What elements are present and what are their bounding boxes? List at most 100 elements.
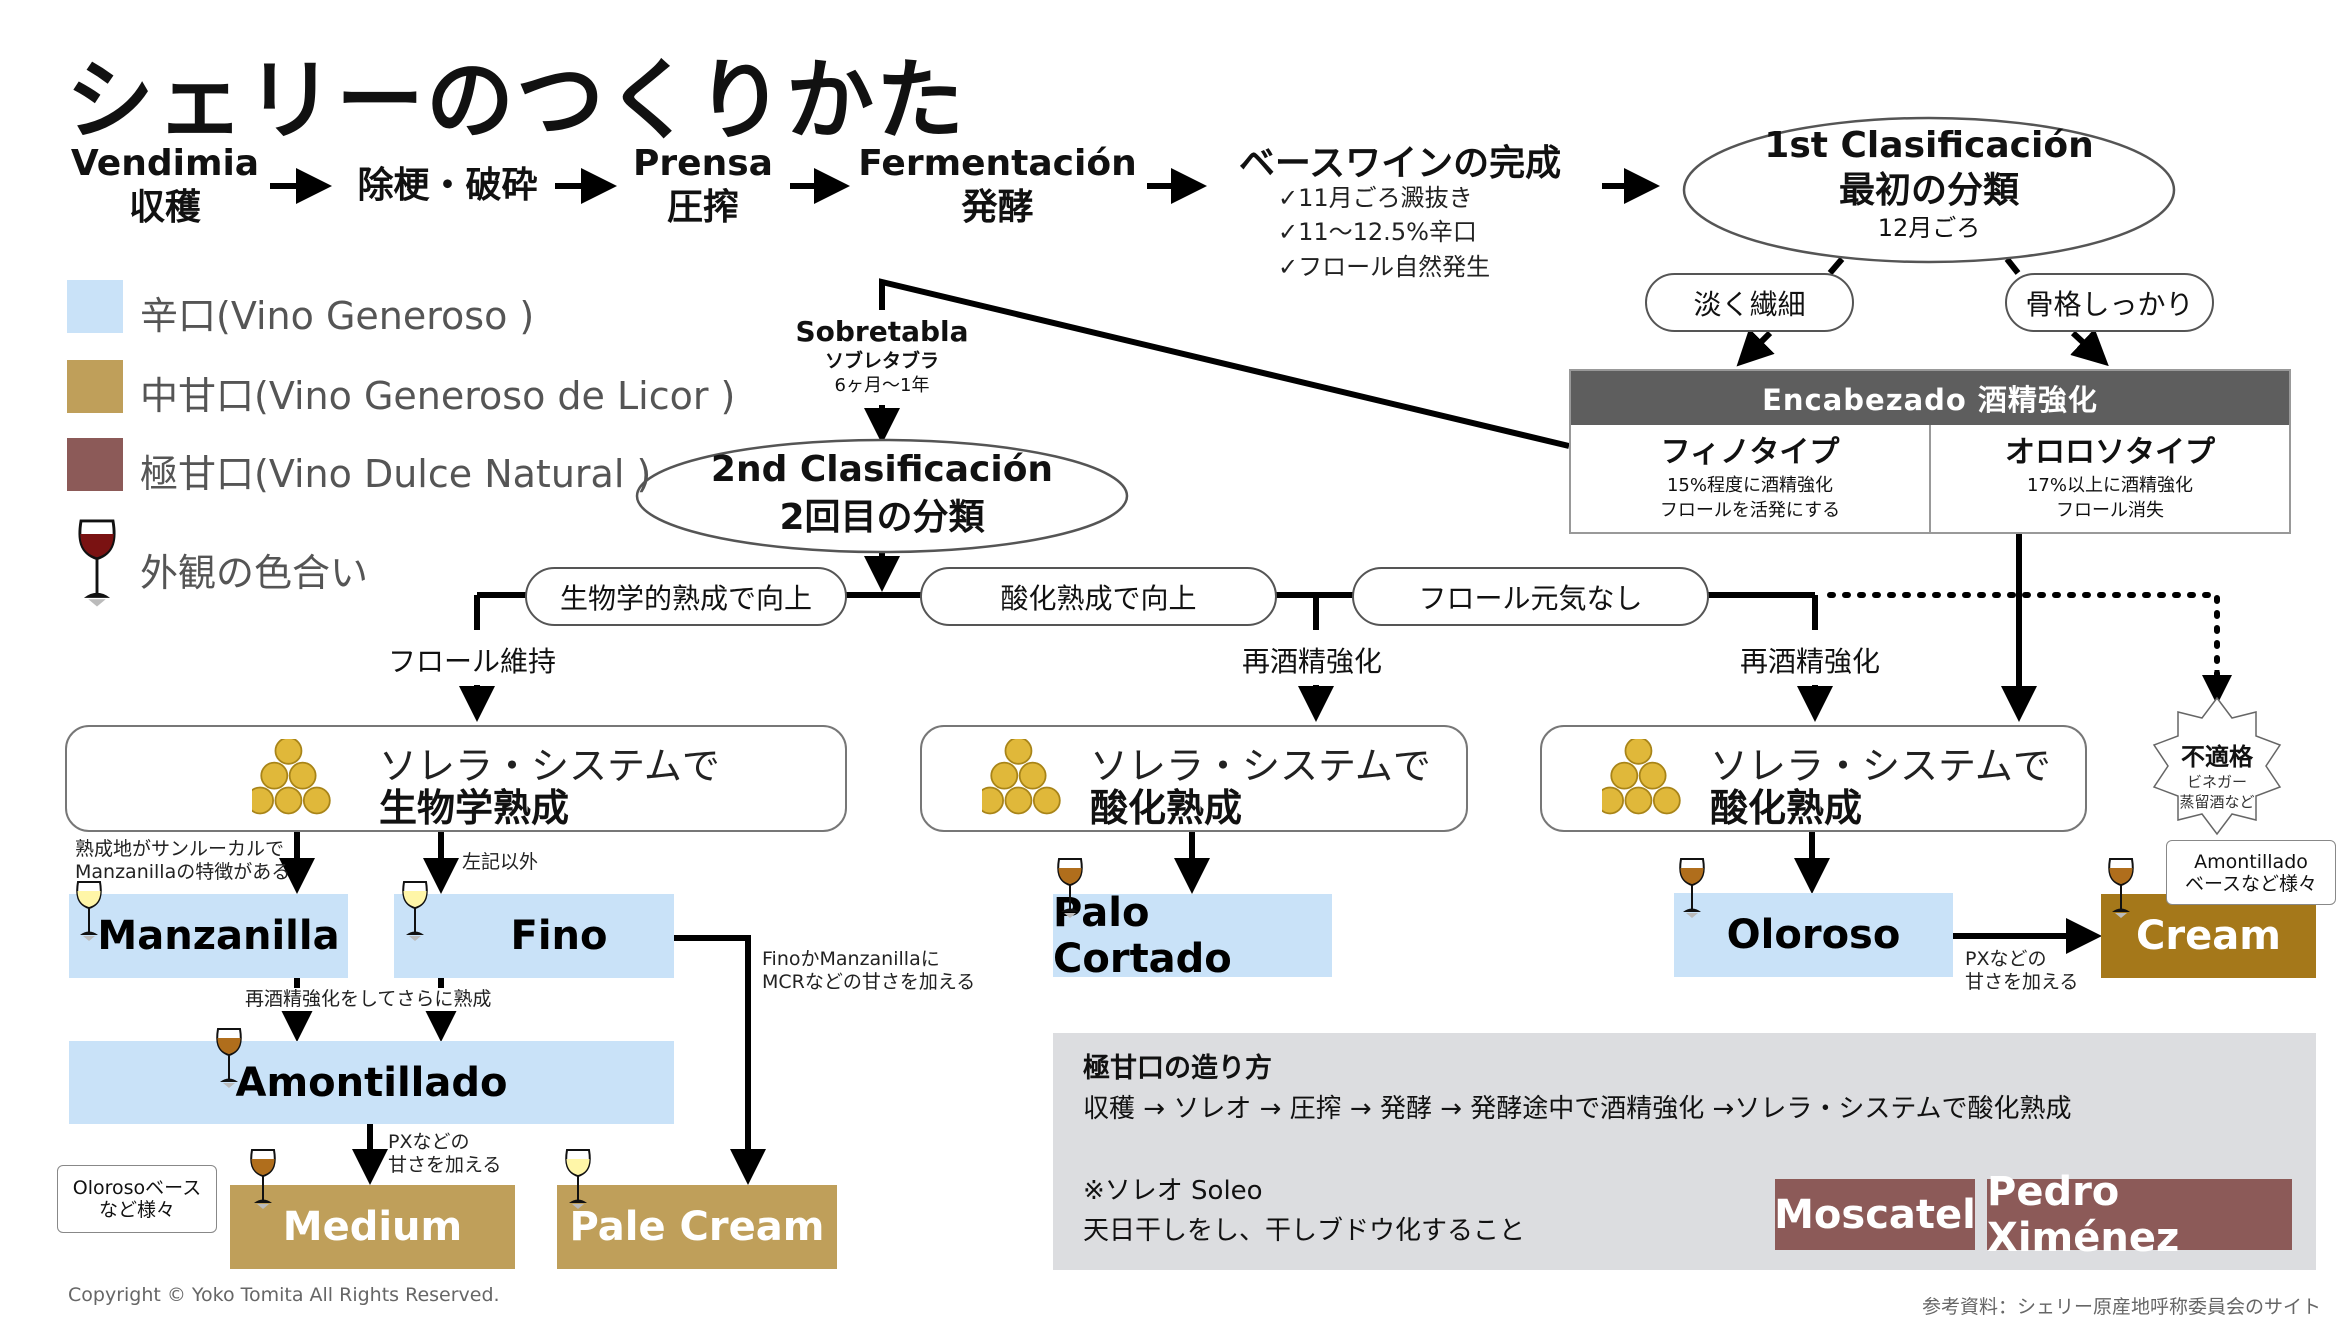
step-ja: 発酵 [961,187,1034,228]
barrels-icon [976,736,1062,821]
dulce-note: 天日干しをし、干しブドウ化すること [1083,1216,1526,1246]
legend-swatch-sweet [67,438,123,491]
bubble-line: Olorosoベース [72,1177,202,1199]
base-wine-check: ✓11〜12.5%辛口 [1278,218,1477,246]
step-destemming: 除梗・破砕 [335,164,560,208]
step-es: Prensa [633,143,773,184]
bubble-line: ベースなど様々 [2184,872,2318,895]
wine-oloroso: Oloroso [1674,893,1953,977]
barrels-icon [1596,736,1682,821]
solera-line2: 酸化熟成 [1090,786,1243,830]
rejected-line: 蒸留酒など [2179,793,2255,811]
rejected-title: 不適格 [2181,743,2253,771]
wine-glass-icon [248,1148,278,1210]
source-note: 参考資料：シェリー原産地呼称委員会のサイト [1922,1296,2322,1318]
first-classification-title: 1st Clasificación [1764,125,2094,166]
legend-label-medium-sweet: 中甘口(Vino Generoso de Licor ) [140,374,736,418]
branch-label-flor: フロール維持 [388,645,557,678]
sobretabla-title: Sobretabla [795,315,969,348]
wine-glass-icon [1055,857,1085,919]
wine-fino: Fino [394,894,674,978]
sobretabla-period: 6ヶ月〜1年 [834,375,930,396]
encabezado-table: Encabezado 酒精強化 フィノタイプ 15%程度に酒精強化 フロールを活… [1569,369,2291,534]
wine-manzanilla: Manzanilla [69,894,348,978]
sobretabla-kana: ソブレタブラ [824,350,939,372]
rejected-label: 不適格 ビネガー 蒸留酒など [2157,742,2277,812]
wine-glass-icon [563,1148,593,1210]
solera-line1: ソレラ・システムで [1710,744,2051,788]
rejected-line: ビネガー [2186,773,2247,791]
first-classification-ellipse [1682,116,2176,264]
branch-light-delicate: 淡く繊細 [1645,273,1854,332]
solera-line1: ソレラ・システムで [1090,744,1431,788]
note-line: 熟成地がサンルーカルで [75,838,285,860]
solera-line2: 酸化熟成 [1710,786,1863,830]
legend-label-color: 外観の色合い [140,551,369,595]
note-line: FinoかManzanillaに [762,948,940,970]
wine-pale-cream: Pale Cream [557,1185,837,1269]
solera-biological: ソレラ・システムで 生物学熟成 [65,725,847,832]
solera-line1: ソレラ・システムで [379,744,720,788]
second-classification-ellipse [635,438,1129,554]
branch-label-refortify: 再酒精強化 [1242,645,1383,678]
step-ja: 除梗・破砕 [357,165,538,206]
dulce-process-steps: 収穫 → ソレオ → 圧搾 → 発酵 → 発酵途中で酒精強化 → [1083,1094,1735,1124]
legend-label-sweet: 極甘口(Vino Dulce Natural ) [140,452,652,496]
wine-glass-icon [400,880,430,942]
encabezado-header: Encabezado 酒精強化 [1571,371,2289,425]
first-classification-when: 12月ごろ [1877,214,1981,242]
note-line: 甘さを加える [388,1154,502,1176]
step-es: Vendimia [70,143,260,184]
sobretabla-label: Sobretabla ソブレタブラ 6ヶ月〜1年 [772,315,992,399]
base-wine-title: ベースワインの完成 [1238,143,1562,184]
copyright: Copyright © Yoko Tomita All Rights Reser… [68,1284,500,1306]
bubble-line: など様々 [98,1199,175,1221]
fino-type-line: フロールを活発にする [1659,500,1841,521]
branch-biological: 生物学的熟成で向上 [525,567,847,626]
oloroso-type-line: フロール消失 [2056,500,2164,521]
wine-amontillado: Amontillado [69,1041,674,1124]
oloroso-type-line: 17%以上に酒精強化 [2026,475,2193,496]
note-line: MCRなどの甘さを加える [762,971,976,993]
solera-line2: 生物学熟成 [379,786,570,830]
page-title: シェリーのつくりかた [66,49,967,152]
wine-pedro-ximenez: Pedro Ximénez [1987,1169,2292,1261]
second-classification-title: 2nd Clasificación [710,449,1054,490]
legend-swatch-dry [67,280,123,333]
wine-glass-icon [214,1027,244,1089]
branch-label-refortify: 再酒精強化 [1740,645,1881,678]
wine-glass-icon [75,518,119,608]
step-ja: 収穫 [128,187,201,228]
fino-type-title: フィノタイプ [1660,435,1840,470]
branch-weak-flor: フロール元気なし [1352,567,1709,626]
barrels-icon [246,736,332,821]
note-fino: 左記以外 [462,851,539,873]
note-amontillado: 再酒精強化をしてさらに熟成 [245,988,492,1011]
first-classification-subtitle: 最初の分類 [1838,170,2019,211]
note-medium: PXなどの甘さを加える [388,1131,501,1177]
wine-glass-icon [1677,857,1707,919]
dulce-process-solera: ソレラ・システムで酸化熟成 [1734,1094,2072,1124]
wine-cream: Cream [2101,894,2316,978]
branch-full-bodied: 骨格しっかり [2005,273,2214,332]
legend-swatch-medium-sweet [67,360,123,413]
step-es: Fermentación [858,143,1137,184]
wine-medium: Medium [230,1185,515,1269]
note-line: Manzanillaの特徴がある [75,861,291,883]
note-line: PXなどの [1965,948,2047,970]
second-classification: 2nd Clasificación 2回目の分類 [637,446,1127,542]
bubble-line: Amontillado [2194,850,2308,873]
dulce-note: ※ソレオ Soleo [1083,1176,1263,1206]
wine-moscatel: Moscatel [1774,1179,1976,1250]
wine-glass-icon [74,880,104,942]
fino-type-line: 15%程度に酒精強化 [1666,475,1833,496]
dulce-title: 極甘口の造り方 [1083,1053,1272,1084]
oloroso-type-title: オロロソタイプ [2005,435,2215,470]
wine-glass-icon [2106,857,2136,919]
bubble-medium: Olorosoベースなど様々 [57,1165,217,1233]
base-wine-check: ✓11月ごろ澱抜き [1278,184,1473,212]
